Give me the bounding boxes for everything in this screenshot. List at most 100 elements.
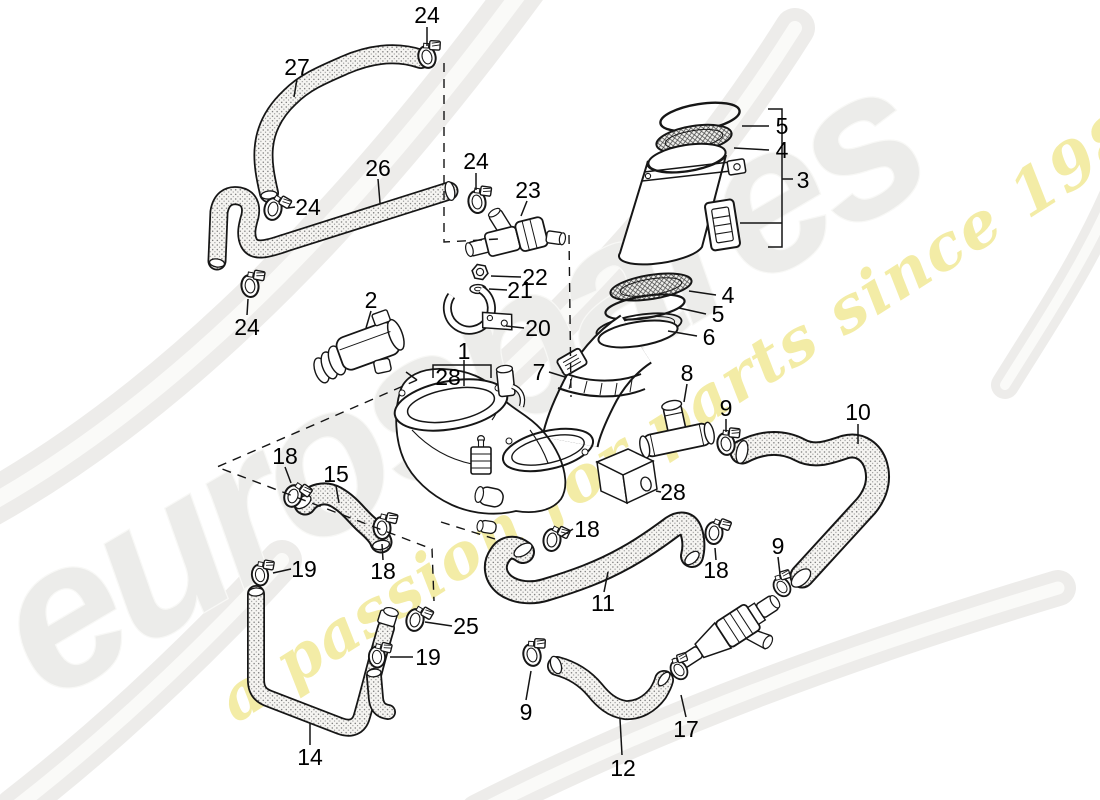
part-number-label: 3 [797, 167, 810, 193]
assembly-dashed-line [443, 63, 499, 243]
part-number-label: 20 [525, 315, 551, 341]
part-number-label: 9 [720, 395, 733, 421]
leader-line [525, 670, 532, 701]
part-number-label: 2 [365, 287, 378, 313]
meter-body [617, 142, 747, 266]
right-bore-gasket [501, 427, 595, 473]
part-number-label: 12 [610, 755, 636, 781]
leader-line [505, 325, 525, 329]
part-number-label: 18 [703, 557, 729, 583]
band-screw [726, 158, 747, 176]
part-number-label: 24 [414, 2, 440, 28]
intake-elbow [541, 314, 679, 449]
part-number-label: 14 [297, 744, 323, 770]
part-number-label: 8 [681, 360, 694, 386]
valve-2 [313, 309, 405, 384]
part-number-label: 23 [515, 177, 541, 203]
part-number-label: 7 [533, 359, 546, 385]
fitting-nipple [474, 486, 504, 508]
leader-line [424, 621, 453, 627]
part-number-label: 18 [272, 443, 298, 469]
fitting-ribbed [470, 435, 492, 475]
leader-line [561, 528, 574, 537]
fitting-small-nipple [476, 519, 497, 535]
valve-23 [465, 207, 567, 258]
part-number-label: 24 [295, 194, 321, 220]
t-connector-8 [639, 399, 715, 459]
leader-line [287, 206, 296, 209]
leader-line [714, 547, 717, 561]
part-number-label: 15 [323, 461, 349, 487]
part-number-label: 9 [772, 533, 785, 559]
part-number-label: 6 [703, 324, 716, 350]
leader-line [293, 78, 298, 98]
throttle-body [393, 364, 595, 535]
hose-26 [207, 181, 459, 271]
meter-connector [703, 198, 741, 252]
part-number-label: 9 [520, 699, 533, 725]
part-number-label: 10 [845, 399, 871, 425]
nut-22 [471, 263, 489, 281]
hose-27 [253, 44, 431, 203]
valve-17 [671, 594, 781, 673]
leader-line [688, 290, 717, 296]
part-number-label: 4 [776, 137, 789, 163]
air-flow-meter-assembly [595, 101, 747, 342]
leader-line [284, 466, 292, 484]
hose-14-stub [366, 668, 396, 720]
part-number-label: 18 [370, 558, 396, 584]
leader-line [603, 571, 609, 593]
hose-11 [483, 511, 706, 605]
leader-line [246, 298, 249, 316]
retaining-ring-bottom [604, 293, 686, 321]
bracket-line [432, 364, 492, 378]
part-number-label: 27 [284, 54, 310, 80]
part-number-label: 4 [722, 282, 735, 308]
bracket-line [405, 371, 418, 381]
hose-12 [547, 655, 674, 721]
leader-line [381, 543, 384, 561]
fitting-top [495, 364, 526, 408]
part-number-label: 11 [591, 590, 615, 616]
leader-line [335, 485, 340, 504]
part-number-label: 22 [522, 264, 548, 290]
part-number-label: 28 [435, 364, 461, 390]
leader-line [548, 371, 566, 378]
part-number-label: 25 [453, 613, 479, 639]
leader-line [619, 718, 623, 756]
leader-line [678, 307, 707, 315]
part-number-label: 5 [776, 113, 789, 139]
leader-line [377, 178, 381, 204]
part-number-label: 21 [507, 277, 533, 303]
part-number-label: 17 [673, 716, 699, 742]
leader-lines [215, 27, 859, 756]
clamp-bracket-20 [442, 285, 513, 335]
leader-line [365, 310, 372, 329]
bracket-line [768, 108, 783, 248]
leader-line [680, 694, 687, 718]
leader-line [488, 288, 508, 291]
part-number-label: 19 [415, 644, 441, 670]
leader-line [520, 200, 528, 217]
leader-line [683, 383, 688, 403]
leader-line [777, 556, 781, 575]
part-number-label: 26 [365, 155, 391, 181]
assembly-dashed-line [568, 234, 572, 398]
hose-10 [729, 431, 891, 589]
valve-28-box [595, 448, 658, 505]
leader-line [667, 330, 698, 337]
leader-line [733, 147, 770, 151]
worm-clamp-7 [556, 347, 646, 398]
leader-line [272, 568, 292, 574]
part-number-label: 19 [291, 556, 317, 582]
part-number-label: 1 [458, 338, 471, 364]
part-number-label: 24 [234, 314, 260, 340]
part-number-label: 18 [574, 516, 600, 542]
leader-line [490, 275, 522, 278]
part-number-label: 5 [712, 301, 725, 327]
part-number-label: 28 [660, 479, 686, 505]
part-number-label: 24 [463, 148, 489, 174]
